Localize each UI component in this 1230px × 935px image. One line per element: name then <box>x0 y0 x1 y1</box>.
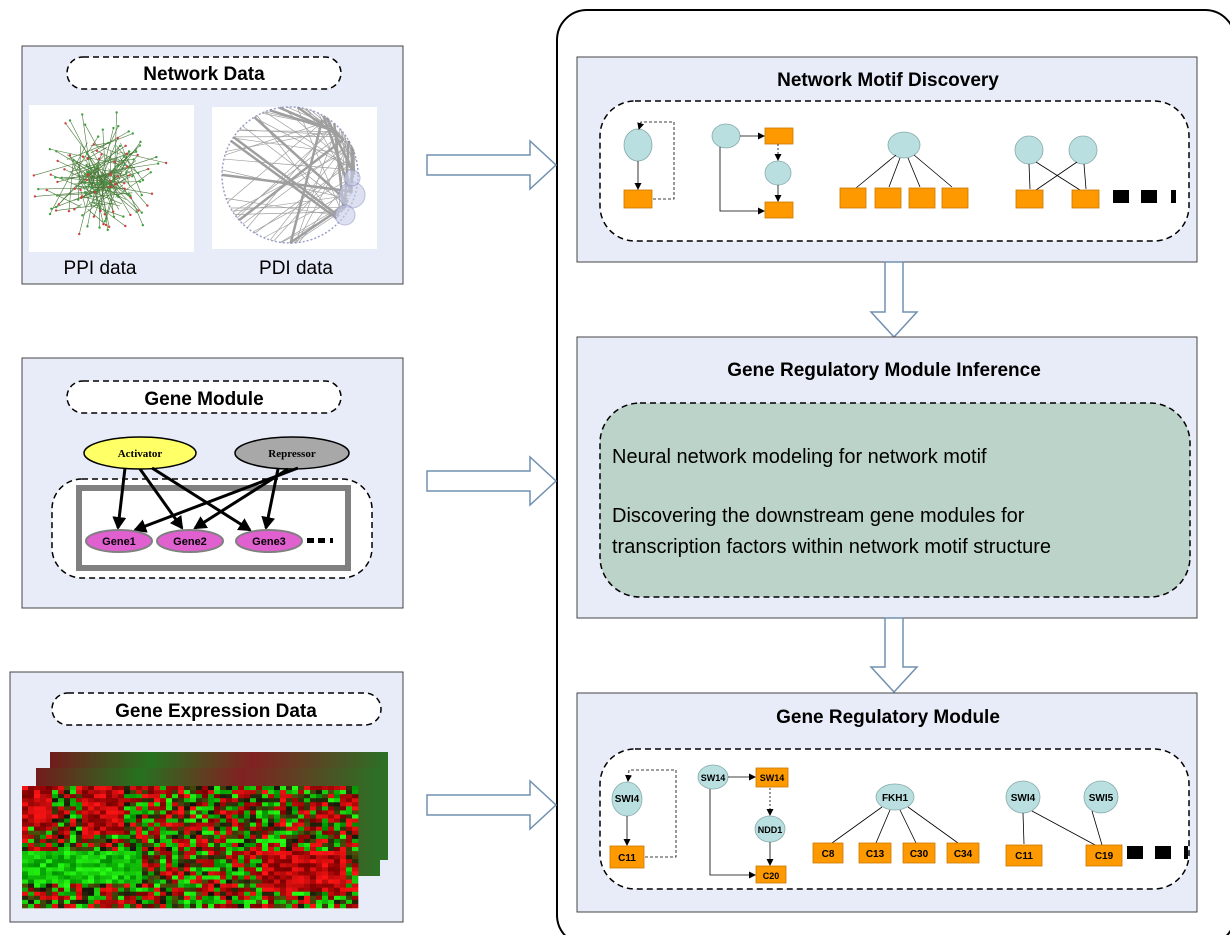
svg-text:C34: C34 <box>954 849 973 860</box>
svg-text:NDD1: NDD1 <box>758 825 783 835</box>
regulation-edges <box>112 466 299 533</box>
motif-ellipsis <box>1113 190 1176 203</box>
module-inference-title: Gene Regulatory Module Inference <box>727 360 1041 381</box>
gene2-label: Gene2 <box>173 536 207 548</box>
ppi-label: PPI data <box>64 258 137 279</box>
svg-text:C11: C11 <box>1015 851 1033 862</box>
network-data-panel: Network Data PPI data PDI data <box>21 45 404 285</box>
gene-ellipsis <box>307 538 333 543</box>
gene-group-box <box>76 485 351 571</box>
motif-autoregulation <box>623 121 675 209</box>
motif-discovery-panel: Network Motif Discovery <box>576 56 1198 263</box>
gene-module-title: Gene Module <box>144 389 263 410</box>
regulatory-module-title: Gene Regulatory Module <box>776 707 1000 728</box>
gene1-node <box>85 529 153 553</box>
gene-module-title-box <box>66 380 342 414</box>
svg-text:SW14: SW14 <box>760 773 785 783</box>
motif-discovery-dashed-box <box>599 100 1190 242</box>
svg-text:SWI4: SWI4 <box>1011 793 1036 804</box>
inference-line1: Neural network modeling for network moti… <box>612 446 987 468</box>
svg-text:SWI5: SWI5 <box>1089 793 1114 804</box>
flow-arrow-3 <box>426 779 558 831</box>
svg-text:SW14: SW14 <box>701 773 726 783</box>
module-ellipsis <box>1127 846 1188 859</box>
svg-text:FKH1: FKH1 <box>882 793 909 804</box>
gene-expression-panel: Gene Expression Data <box>9 671 404 923</box>
pdi-network-image <box>212 106 377 249</box>
inference-line2a: Discovering the downstream gene modules … <box>612 505 1025 527</box>
svg-text:C13: C13 <box>866 849 885 860</box>
motif-discovery-title: Network Motif Discovery <box>777 70 999 91</box>
down-arrow-2 <box>869 617 919 694</box>
svg-text:C8: C8 <box>822 849 835 860</box>
flow-arrow-1 <box>426 139 558 191</box>
module-autoregulation: SWI4 C11 <box>609 769 677 869</box>
gene-module-panel: Gene Module Activator Repressor Gene1 Ge… <box>21 357 404 609</box>
heatmap-image <box>22 752 388 909</box>
gene-expression-title: Gene Expression Data <box>115 701 317 722</box>
motif-dense-overlapping <box>1014 135 1100 209</box>
svg-text:C20: C20 <box>763 871 780 881</box>
gene-expression-title-box <box>51 692 382 726</box>
network-data-title-box <box>66 56 342 90</box>
gene2-node <box>156 529 224 553</box>
gene3-node <box>235 529 303 553</box>
inference-line2b: transcription factors within network mot… <box>612 536 1051 558</box>
gene-group-dashed-box <box>51 478 373 579</box>
right-container <box>556 9 1230 935</box>
network-data-title: Network Data <box>143 64 265 85</box>
ppi-network-image <box>29 105 194 252</box>
pdi-label: PDI data <box>259 258 333 279</box>
motif-single-input <box>839 131 969 209</box>
activator-label: Activator <box>118 448 163 460</box>
svg-text:C19: C19 <box>1095 851 1114 862</box>
module-inference-panel: Gene Regulatory Module Inference Neural … <box>576 336 1198 619</box>
regulatory-module-dashed-box <box>599 748 1190 890</box>
regulatory-module-panel: Gene Regulatory Module SWI4 C11 SW14 SW1… <box>576 692 1198 913</box>
inference-text-box <box>599 402 1191 598</box>
svg-text:C30: C30 <box>910 849 929 860</box>
gene1-label: Gene1 <box>102 536 136 548</box>
module-dense-overlapping: SWI4 SWI5 C11 C19 <box>1005 780 1123 867</box>
down-arrow-1 <box>869 261 919 339</box>
gene3-label: Gene3 <box>252 536 286 548</box>
flow-arrow-2 <box>426 455 558 507</box>
module-single-input: FKH1 C8 C13 C30 C34 <box>812 783 980 864</box>
module-feed-forward: SW14 SW14 NDD1 C20 <box>697 764 789 884</box>
svg-text:SWI4: SWI4 <box>615 794 640 805</box>
motif-feed-forward <box>711 123 794 219</box>
svg-text:C11: C11 <box>618 853 636 864</box>
repressor-label: Repressor <box>268 448 316 460</box>
